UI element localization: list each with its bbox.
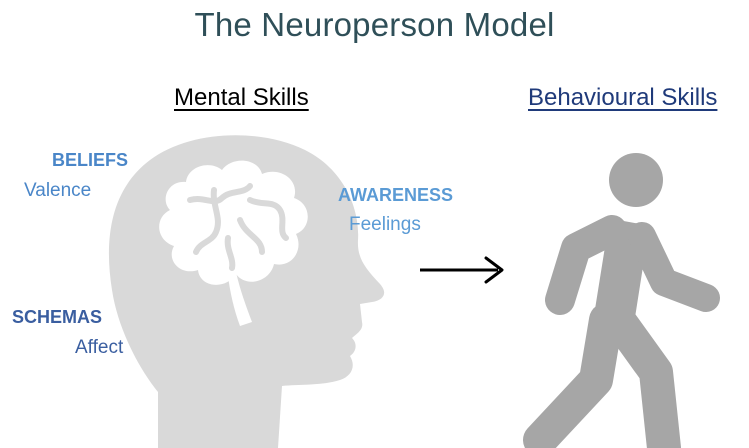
brain-fold-5 bbox=[224, 235, 236, 271]
right-arrow-icon bbox=[420, 256, 504, 284]
schemas-label: SCHEMAS bbox=[12, 307, 103, 327]
arrow-head bbox=[484, 256, 504, 284]
brain-fold-2 bbox=[193, 187, 221, 255]
feelings-label: Feelings bbox=[349, 214, 421, 235]
beliefs-label: BELIEFS bbox=[52, 150, 129, 170]
brain-fold-4 bbox=[237, 217, 265, 255]
brain-icon bbox=[159, 160, 308, 326]
brain-fold-3 bbox=[247, 197, 289, 241]
brain-fold-1 bbox=[187, 183, 253, 205]
behavioural-skills-heading: Behavioural Skills bbox=[528, 84, 718, 111]
person-back-arm bbox=[545, 215, 627, 315]
brain-stem bbox=[228, 272, 252, 326]
awareness-label: AWARENESS bbox=[338, 185, 454, 205]
walking-person-icon bbox=[523, 153, 720, 448]
person-head bbox=[609, 153, 663, 207]
mental-skills-heading: Mental Skills bbox=[174, 84, 309, 111]
person-back-leg bbox=[523, 303, 623, 448]
valence-label: Valence bbox=[24, 180, 92, 201]
person-front-arm bbox=[628, 222, 720, 312]
affect-label: Affect bbox=[75, 337, 124, 358]
page-title: The Neuroperson Model bbox=[194, 6, 555, 43]
head-with-brain-icon bbox=[108, 135, 385, 448]
person-front-leg bbox=[603, 305, 681, 448]
